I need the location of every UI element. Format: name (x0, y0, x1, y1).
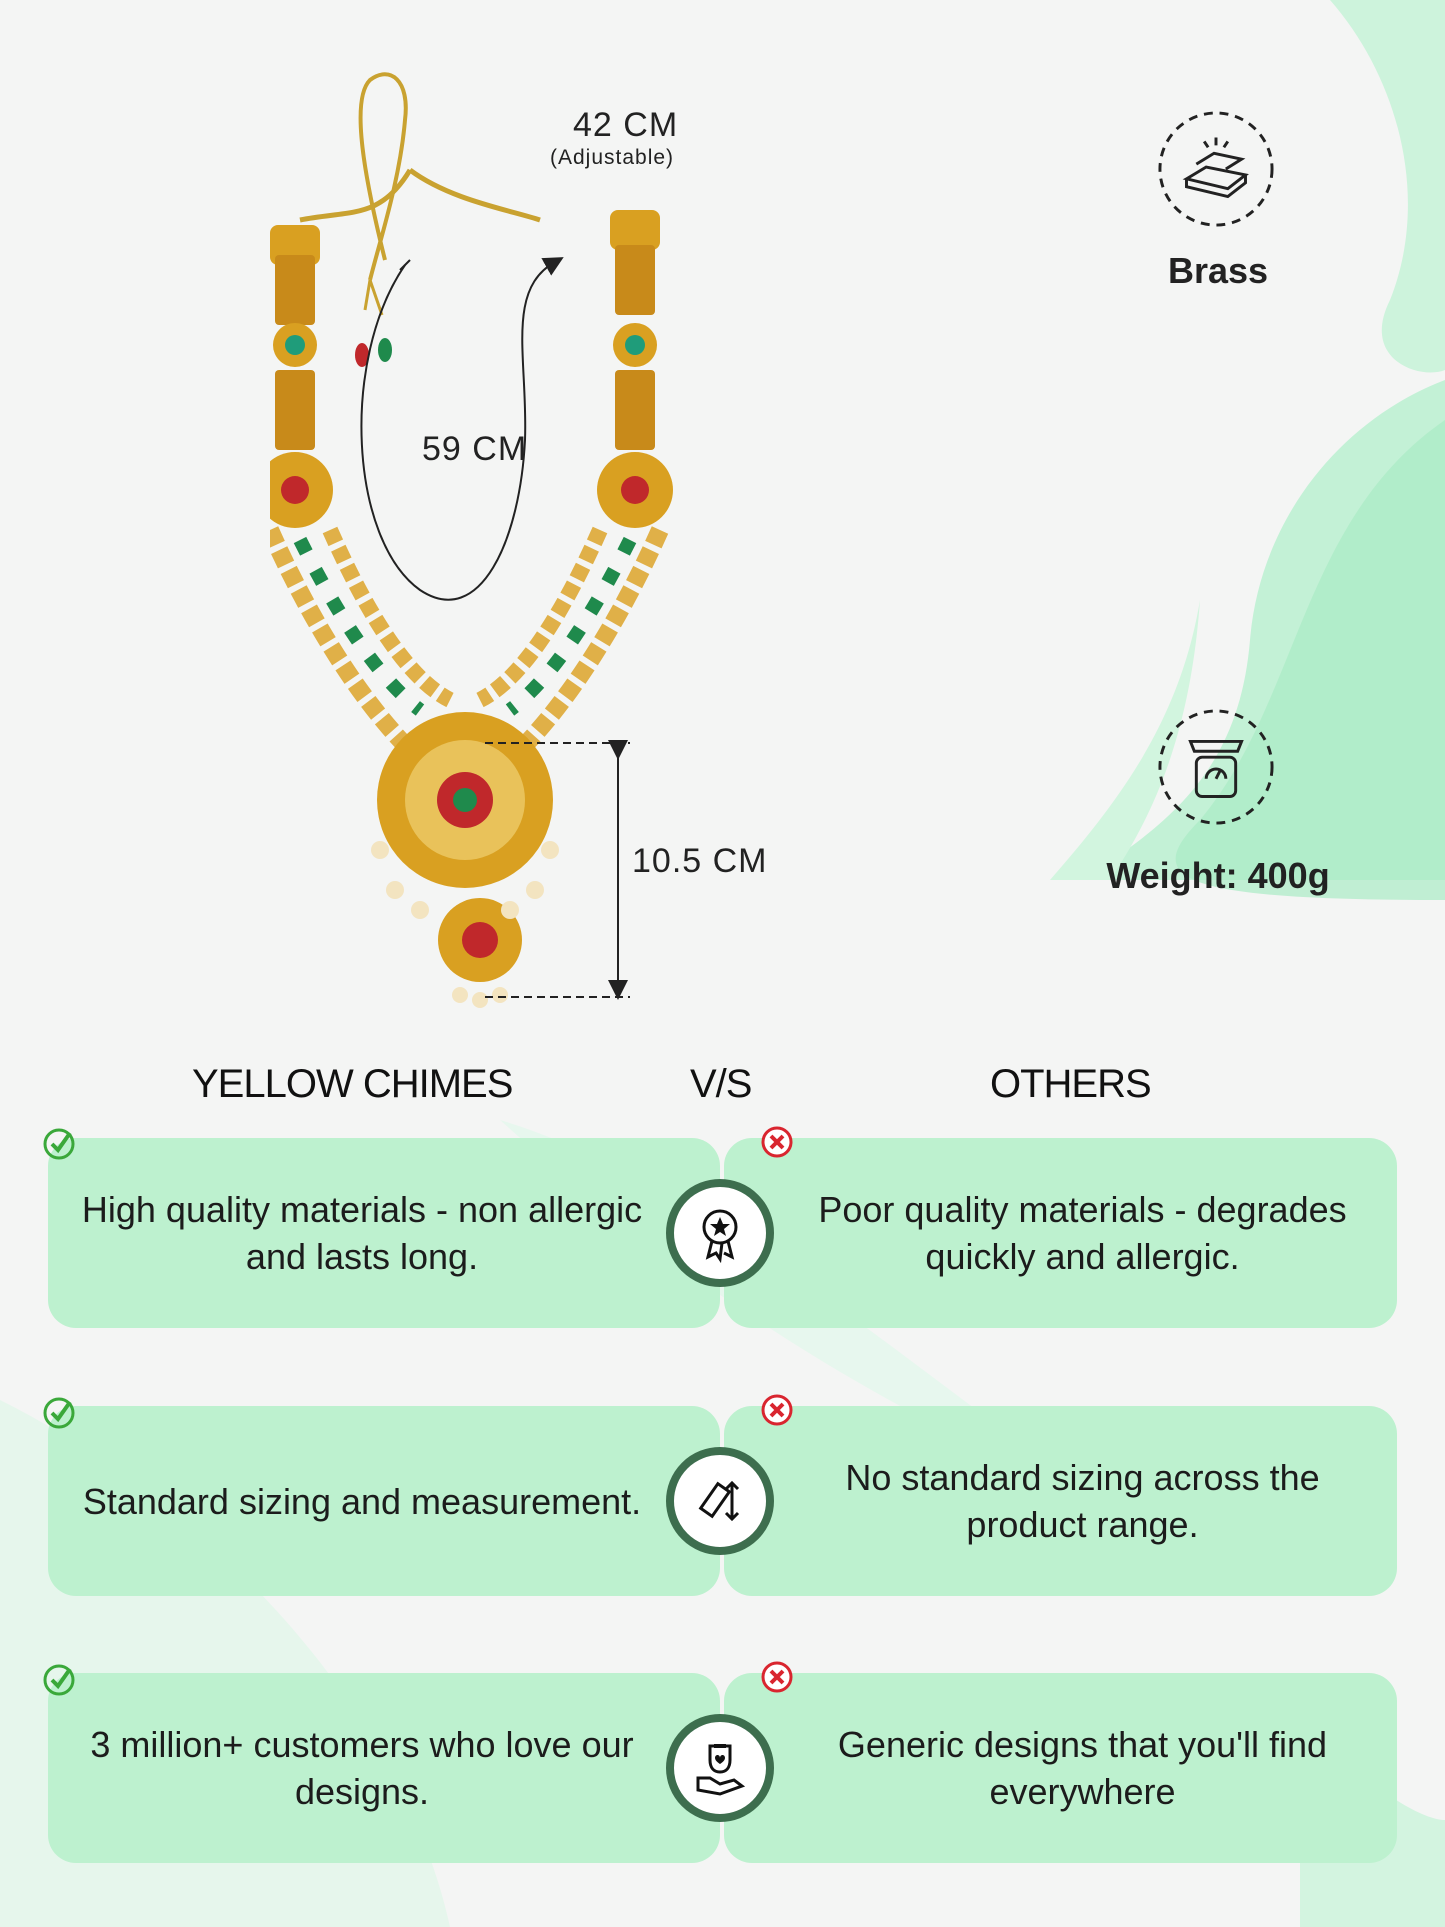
measurement-lines (360, 257, 630, 1000)
check-icon (43, 1664, 75, 1696)
versus-label: V/S (690, 1062, 752, 1106)
check-icon (43, 1397, 75, 1429)
others-column-title: OTHERS (990, 1062, 1152, 1106)
pendant-length-label: 10.5 CM (632, 842, 768, 880)
card-text: Generic designs that you'll find everywh… (837, 1724, 1328, 1812)
weight-label: Weight: 400g (1106, 855, 1330, 896)
comparison-card-others: Generic designs that you'll find everywh… (724, 1673, 1397, 1863)
gold-bars-icon (1158, 111, 1274, 227)
cross-icon (761, 1126, 793, 1158)
weighing-scale-icon (1158, 709, 1274, 825)
cross-icon (761, 1394, 793, 1426)
necklace-image (270, 72, 673, 1008)
customer-love-icon (696, 1744, 746, 1796)
row-icon-circle (666, 1179, 774, 1287)
quality-badge-icon (702, 1209, 738, 1263)
check-icon (43, 1128, 75, 1160)
comparison-card-others: No standard sizing across the product ra… (724, 1406, 1397, 1596)
card-text: High quality materials - non allergic an… (81, 1189, 643, 1277)
comparison-card-ours: 3 million+ customers who love our design… (48, 1673, 720, 1863)
necklace-length-label: 59 CM (422, 430, 528, 468)
row-icon-circle (666, 1714, 774, 1822)
brand-column-title: YELLOW CHIMES (192, 1062, 513, 1106)
material-label: Brass (1167, 250, 1269, 291)
card-text: 3 million+ customers who love our design… (90, 1724, 634, 1812)
comparison-card-ours: Standard sizing and measurement. (48, 1406, 720, 1596)
chain-adjustable-note: (Adjustable) (550, 146, 675, 169)
card-text: Standard sizing and measurement. (82, 1480, 642, 1522)
card-text: Poor quality materials - degrades quickl… (818, 1189, 1347, 1277)
ruler-measure-icon (698, 1480, 740, 1522)
comparison-card-others: Poor quality materials - degrades quickl… (724, 1138, 1397, 1328)
card-text: No standard sizing across the product ra… (845, 1457, 1320, 1545)
comparison-card-ours: High quality materials - non allergic an… (48, 1138, 720, 1328)
cross-icon (761, 1661, 793, 1693)
chain-length-label: 42 CM (573, 106, 679, 144)
row-icon-circle (666, 1447, 774, 1555)
